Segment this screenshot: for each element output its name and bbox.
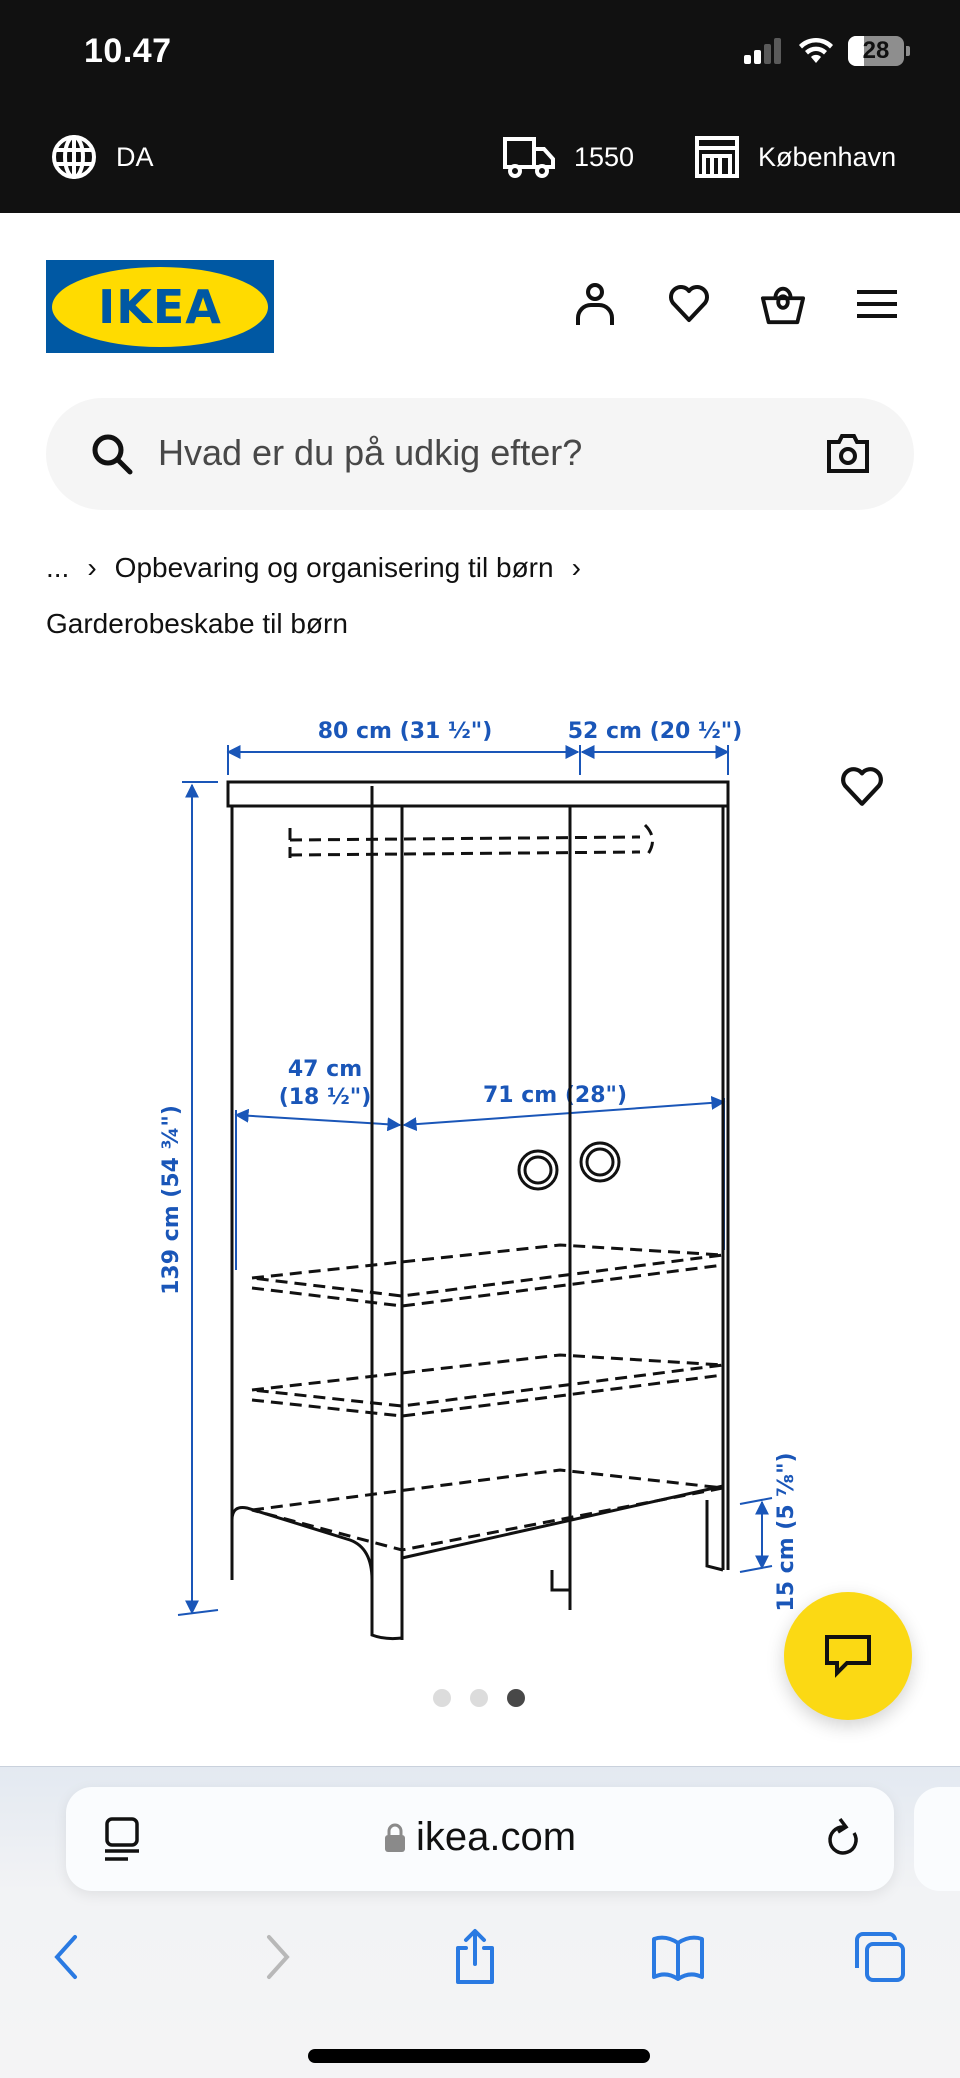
image-carousel-indicator bbox=[433, 1689, 525, 1707]
dimension-depth: 52 cm (20 ½") bbox=[568, 719, 743, 744]
breadcrumb: ... › Opbevaring og organisering til bør… bbox=[46, 548, 581, 644]
carousel-dot-active[interactable] bbox=[507, 1689, 525, 1707]
share-button[interactable] bbox=[450, 1917, 500, 1997]
menu-icon[interactable] bbox=[854, 281, 900, 327]
chat-bubble-icon bbox=[825, 1635, 871, 1678]
search-bar[interactable]: Hvad er du på udkig efter? bbox=[46, 398, 914, 510]
dimension-inner-depth-2: (18 ½") bbox=[279, 1085, 372, 1110]
breadcrumb-item[interactable]: Garderobeskabe til børn bbox=[46, 608, 348, 639]
carousel-dot[interactable] bbox=[470, 1689, 488, 1707]
chevron-right-icon: › bbox=[571, 552, 581, 583]
forward-icon bbox=[267, 1935, 290, 1979]
profile-icon[interactable] bbox=[572, 281, 618, 327]
search-icon bbox=[92, 434, 133, 475]
status-time: 10.47 bbox=[84, 32, 172, 70]
language-selector[interactable]: DA bbox=[50, 132, 154, 182]
breadcrumb-item[interactable]: Opbevaring og organisering til børn bbox=[114, 552, 554, 583]
breadcrumb-ellipsis[interactable]: ... bbox=[46, 552, 70, 583]
bookmarks-button[interactable] bbox=[648, 1917, 708, 1997]
store-label: København bbox=[758, 141, 897, 172]
carousel-dot[interactable] bbox=[433, 1689, 451, 1707]
forward-button[interactable] bbox=[258, 1917, 298, 1997]
search-input[interactable]: Hvad er du på udkig efter? bbox=[158, 432, 583, 473]
language-label: DA bbox=[116, 141, 154, 172]
camera-icon[interactable] bbox=[826, 432, 870, 474]
next-tab-preview[interactable] bbox=[914, 1787, 960, 1891]
product-dimension-image[interactable]: 80 cm (31 ½") 52 cm (20 ½") 47 cm (18 ½"… bbox=[140, 700, 820, 1650]
dimension-leg-height: 15 cm (5 ⅞") bbox=[774, 1452, 799, 1611]
dimension-height: 139 cm (54 ¾") bbox=[159, 1105, 184, 1295]
back-icon bbox=[54, 1935, 77, 1979]
chat-button[interactable] bbox=[784, 1592, 912, 1720]
dimension-inner-depth-1: 47 cm bbox=[288, 1057, 362, 1082]
truck-icon bbox=[503, 137, 555, 178]
chevron-right-icon: › bbox=[87, 552, 97, 583]
address-bar[interactable]: ikea.com bbox=[66, 1787, 894, 1891]
back-button[interactable] bbox=[46, 1917, 86, 1997]
store-selector[interactable]: København bbox=[694, 132, 896, 182]
url-text: ikea.com bbox=[415, 1815, 577, 1859]
postcode-label: 1550 bbox=[574, 141, 635, 172]
globe-icon bbox=[52, 135, 96, 179]
add-to-wishlist-button[interactable] bbox=[840, 766, 888, 814]
tabs-icon bbox=[855, 1932, 905, 1982]
heart-icon[interactable] bbox=[666, 281, 712, 327]
ikea-logo[interactable]: IKEA bbox=[46, 260, 274, 353]
dimension-inner-width: 71 cm (28") bbox=[483, 1083, 627, 1108]
signal-icon bbox=[744, 38, 781, 64]
battery-icon: 28 bbox=[848, 36, 904, 66]
site-header: IKEA bbox=[0, 213, 960, 393]
bookmarks-icon bbox=[652, 1935, 704, 1981]
status-bar: 10.47 28 bbox=[0, 0, 960, 110]
wifi-icon bbox=[799, 37, 833, 63]
browser-toolbar: ikea.com bbox=[0, 1766, 960, 2078]
heart-icon bbox=[841, 767, 883, 806]
home-indicator[interactable] bbox=[308, 2049, 650, 2063]
delivery-postcode-button[interactable]: 1550 bbox=[502, 132, 634, 182]
basket-icon[interactable] bbox=[760, 281, 806, 327]
utility-bar: DA 1550 København bbox=[0, 110, 960, 213]
store-icon bbox=[695, 136, 739, 178]
lock-icon bbox=[384, 1823, 405, 1852]
tabs-button[interactable] bbox=[852, 1917, 908, 1997]
battery-level: 28 bbox=[862, 37, 890, 64]
reload-icon[interactable] bbox=[824, 1815, 864, 1863]
dimension-width: 80 cm (31 ½") bbox=[318, 719, 493, 744]
reader-view-icon[interactable] bbox=[102, 1815, 142, 1863]
share-icon bbox=[456, 1929, 494, 1984]
